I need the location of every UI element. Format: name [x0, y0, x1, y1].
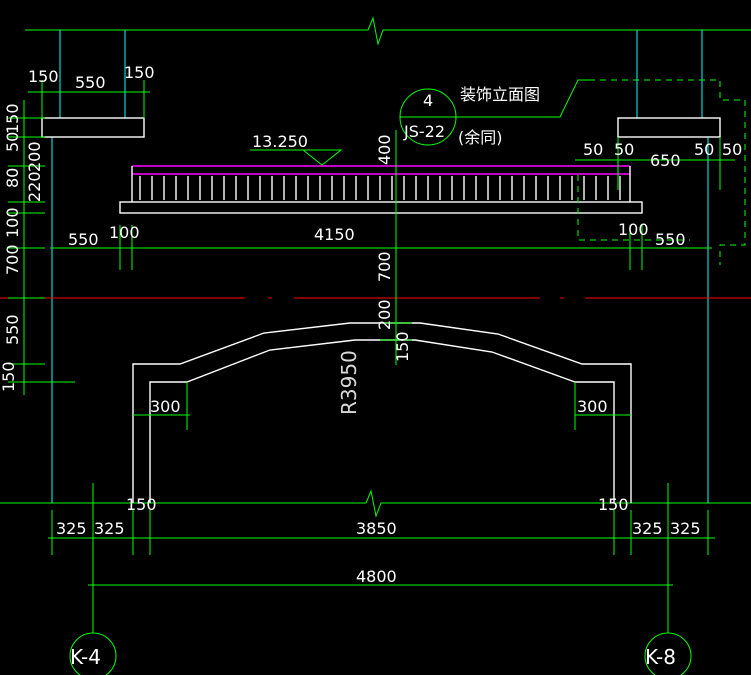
dim-text: 300 [577, 397, 608, 416]
dim-text: 200 [25, 141, 44, 172]
dim-text: 150 [3, 103, 22, 134]
axis-label-k4: K-4 [70, 645, 101, 669]
left-column [51, 30, 126, 503]
callout-note: (余同) [458, 128, 503, 147]
dim-text: 150 [124, 63, 155, 82]
axis-bubble-k8 [644, 632, 692, 675]
radius-label: R3950 [337, 350, 361, 415]
dim-text: 325 [56, 519, 87, 538]
dim-text: 100 [618, 220, 649, 239]
dim-text: 325 [94, 519, 125, 538]
dim-text: 150 [393, 331, 412, 362]
dim-text: 550 [3, 314, 22, 345]
elevation-label: 13.250 [252, 132, 308, 151]
arch [132, 322, 632, 503]
dim-text: 550 [75, 73, 106, 92]
callout-sheet: JS-22 [403, 122, 445, 141]
dim-text: 550 [655, 230, 686, 249]
dim-text: 550 [68, 230, 99, 249]
dim-text: 50 [583, 140, 603, 159]
dim-text: 3850 [356, 519, 397, 538]
axis-label-k8: K-8 [645, 645, 676, 669]
balustrade [119, 165, 643, 214]
dim-text: 4800 [356, 567, 397, 586]
dim-text: 150 [598, 495, 629, 514]
dim-text: 325 [670, 519, 701, 538]
callout-number: 4 [423, 91, 433, 110]
dim-text: 100 [3, 207, 22, 238]
dim-text: 400 [375, 134, 394, 165]
dim-text: 50 [3, 132, 22, 152]
dim-text: 650 [650, 151, 681, 170]
dim-text: 700 [375, 251, 394, 282]
right-column [636, 30, 709, 503]
dimension-lines [8, 80, 735, 586]
dim-text: 220 [25, 171, 44, 202]
dim-text: 325 [632, 519, 663, 538]
right-capital [617, 117, 721, 138]
axis-lines [92, 483, 669, 633]
dim-text: 50 [722, 140, 742, 159]
dim-text: 4150 [314, 225, 355, 244]
top-break-line [25, 16, 751, 46]
dim-text: 80 [3, 168, 22, 188]
dim-text: 700 [3, 244, 22, 275]
dim-text: 50 [614, 140, 634, 159]
axis-bubble-k4 [69, 632, 117, 675]
dim-text: 150 [0, 361, 18, 392]
dim-text: 150 [28, 67, 59, 86]
left-capital [41, 117, 145, 138]
elevation-symbol [250, 149, 343, 166]
bottom-break-line [0, 489, 751, 518]
dim-text: 200 [375, 299, 394, 330]
dim-text: 50 [694, 140, 714, 159]
callout-title: 装饰立面图 [460, 85, 540, 104]
dim-text: 300 [150, 397, 181, 416]
dim-text: 100 [109, 223, 140, 242]
dim-text: 150 [126, 495, 157, 514]
detail-callout [399, 79, 746, 265]
balusters [139, 176, 621, 200]
